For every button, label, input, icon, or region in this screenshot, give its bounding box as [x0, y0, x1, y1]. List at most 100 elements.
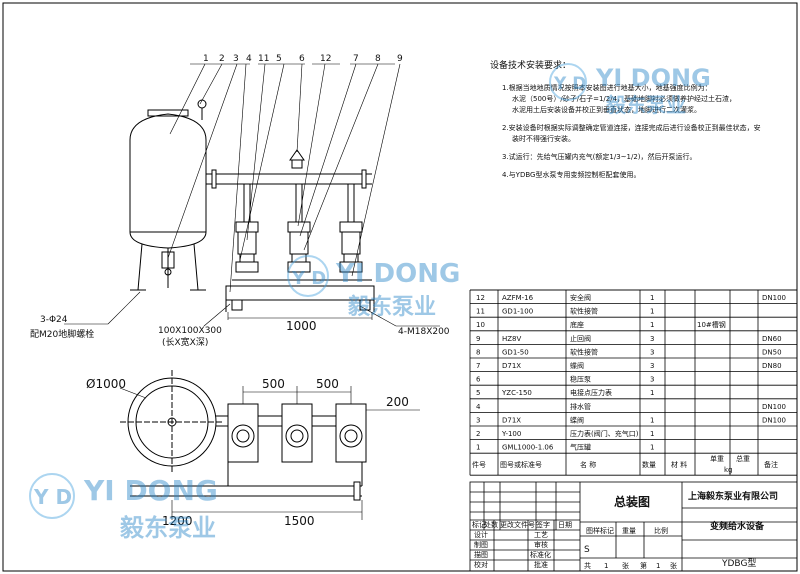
role-design: 设计	[474, 530, 488, 539]
stage-mark: S	[584, 545, 590, 555]
bom-cell-name: 底座	[570, 320, 584, 329]
bom-cell-qty: 1	[650, 389, 654, 397]
bom-cell-no: 11	[476, 308, 485, 316]
watermark-top: Y D YI DONG 毅东泵业	[549, 63, 711, 117]
bom-header-model: 图号或标准号	[500, 460, 542, 469]
callout-6: 6	[299, 54, 305, 64]
sheet-page-unit: 张	[670, 561, 677, 570]
rev-file: 更改文件号	[500, 520, 535, 529]
bom-cell-name: 压力表(阀门、充气口)	[570, 429, 639, 438]
bom-cell-remark: DN100	[762, 416, 786, 424]
bom-cell-no: 9	[476, 335, 480, 343]
note-line-2: 水泥（500号）/砂子/石子=1/2/4，基础地脚衬必须做养护经过土石渣，	[512, 94, 736, 103]
callout-2: 2	[219, 54, 225, 64]
bom-cell-qty: 3	[650, 348, 654, 356]
rev-mark: 标记	[472, 520, 486, 529]
front-dimensions	[64, 291, 440, 327]
bom-cell-model: GML1000-1.06	[502, 444, 554, 452]
note-line-5: 装时不得强行安装。	[512, 134, 575, 143]
dim-base-size: 100X100X300	[158, 326, 222, 336]
plan-view	[120, 370, 367, 501]
bom-cell-name: 蝶阀	[570, 361, 584, 370]
sheet-page-label: 第	[640, 561, 647, 570]
role-standard: 标准化	[530, 550, 551, 559]
bom-cell-name: 蝶阀	[570, 415, 584, 424]
bom-cell-qty: 1	[650, 430, 654, 438]
dim-500-b: 500	[316, 377, 339, 391]
bom-cell-remark: DN50	[762, 348, 782, 356]
bom-cell-no: 8	[476, 348, 480, 356]
bom-cell-qty: 1	[650, 321, 654, 329]
bom-cell-model: D71X	[502, 416, 521, 424]
note-line-3: 水泥用土后安装设备并校正到垂直状态，地脚进行二次灌浆。	[512, 105, 701, 114]
svg-text:毅东泵业: 毅东泵业	[605, 93, 686, 117]
svg-text:Y D: Y D	[291, 268, 326, 289]
bom-cell-no: 2	[476, 430, 480, 438]
bom-cell-name: 安全阀	[570, 293, 591, 302]
bom-header-material: 材 料	[671, 460, 687, 469]
callout-9: 9	[397, 54, 403, 64]
bom-cell-name: 稳压泵	[570, 375, 591, 384]
callout-leaders	[167, 63, 401, 293]
bom-cell-no: 10	[476, 321, 485, 329]
note-line-4: 2.安装设备时根据实际调整确定管道连接，连接完成后进行设备校正到最佳状态，安	[502, 123, 761, 132]
bom-cell-remark: DN60	[762, 335, 782, 343]
bom-header-qty: 数量	[642, 460, 656, 469]
drawing-title: 总装图	[614, 494, 650, 509]
bom-cell-qty: 1	[650, 308, 654, 316]
role-draw: 制图	[474, 540, 488, 549]
rev-sign: 签字	[536, 520, 550, 529]
callout-7: 7	[353, 54, 359, 64]
dim-200: 200	[386, 395, 409, 409]
bom-cell-model: Y-100	[501, 430, 521, 438]
bom-cell-model: HZ8V	[502, 335, 522, 343]
bom-header-unit-weight: 单重	[710, 454, 724, 463]
bom-cell-remark: DN100	[762, 294, 786, 302]
bom-header-remark: 备注	[764, 460, 778, 469]
product-model: YDBG型	[721, 558, 756, 569]
bom-cell-qty: 3	[650, 335, 654, 343]
bom-cell-name: 排水管	[570, 402, 591, 411]
svg-text:毅东泵业: 毅东泵业	[347, 294, 436, 320]
dim-1200: 1200	[162, 514, 193, 528]
bom-cell-model: YZC-150	[501, 389, 532, 397]
bom-cell-name: 止回阀	[570, 334, 591, 343]
notes-title: 设备技术安装要求：	[490, 59, 571, 71]
bom-cell-model: GD1-100	[502, 308, 533, 316]
rev-date: 日期	[558, 521, 572, 529]
svg-text:毅东泵业: 毅东泵业	[119, 514, 216, 542]
bom-cell-model: GD1-50	[502, 348, 529, 356]
svg-text:Y D: Y D	[553, 74, 586, 94]
bom-header-kg: kg	[724, 466, 733, 474]
bom-cell-name: 软性接管	[570, 307, 598, 316]
title-block-text: 总装图 上海毅东泵业有限公司 变频给水设备 YDBG型 标记 处数 更改文件号 …	[472, 490, 778, 570]
bom-cell-no: 1	[476, 444, 480, 452]
svg-text:YI DONG: YI DONG	[595, 64, 711, 92]
role-check: 校对	[474, 560, 488, 569]
role-process: 工艺	[534, 531, 548, 539]
sheet-total: 1	[604, 562, 608, 570]
bom-cell-no: 12	[476, 294, 485, 302]
svg-text:Y D: Y D	[33, 485, 72, 509]
bom-cell-qty: 3	[650, 376, 654, 384]
bom-cell-name: 电接点压力表	[570, 388, 612, 397]
bom-cell-model: D71X	[502, 362, 521, 370]
bom-cell-no: 4	[476, 403, 481, 411]
callout-11: 11	[258, 54, 269, 64]
bom-cell-qty: 1	[650, 294, 654, 302]
callout-3: 3	[233, 54, 239, 64]
sheet-total-label: 共	[584, 561, 591, 570]
bom-cell-no: 7	[476, 362, 480, 370]
scale-label: 比例	[654, 526, 668, 535]
callout-12: 12	[320, 54, 331, 64]
bom-header-name: 名 称	[580, 460, 596, 469]
bom-cell-qty: 3	[650, 362, 654, 370]
svg-text:YI DONG: YI DONG	[83, 474, 218, 507]
callout-4: 4	[246, 54, 252, 64]
sheet-unit: 张	[622, 561, 629, 570]
dim-bolts: 4-M18X200	[398, 327, 450, 337]
dim-anchor: 3-Φ24	[40, 315, 68, 325]
bom-cell-no: 5	[476, 389, 480, 397]
